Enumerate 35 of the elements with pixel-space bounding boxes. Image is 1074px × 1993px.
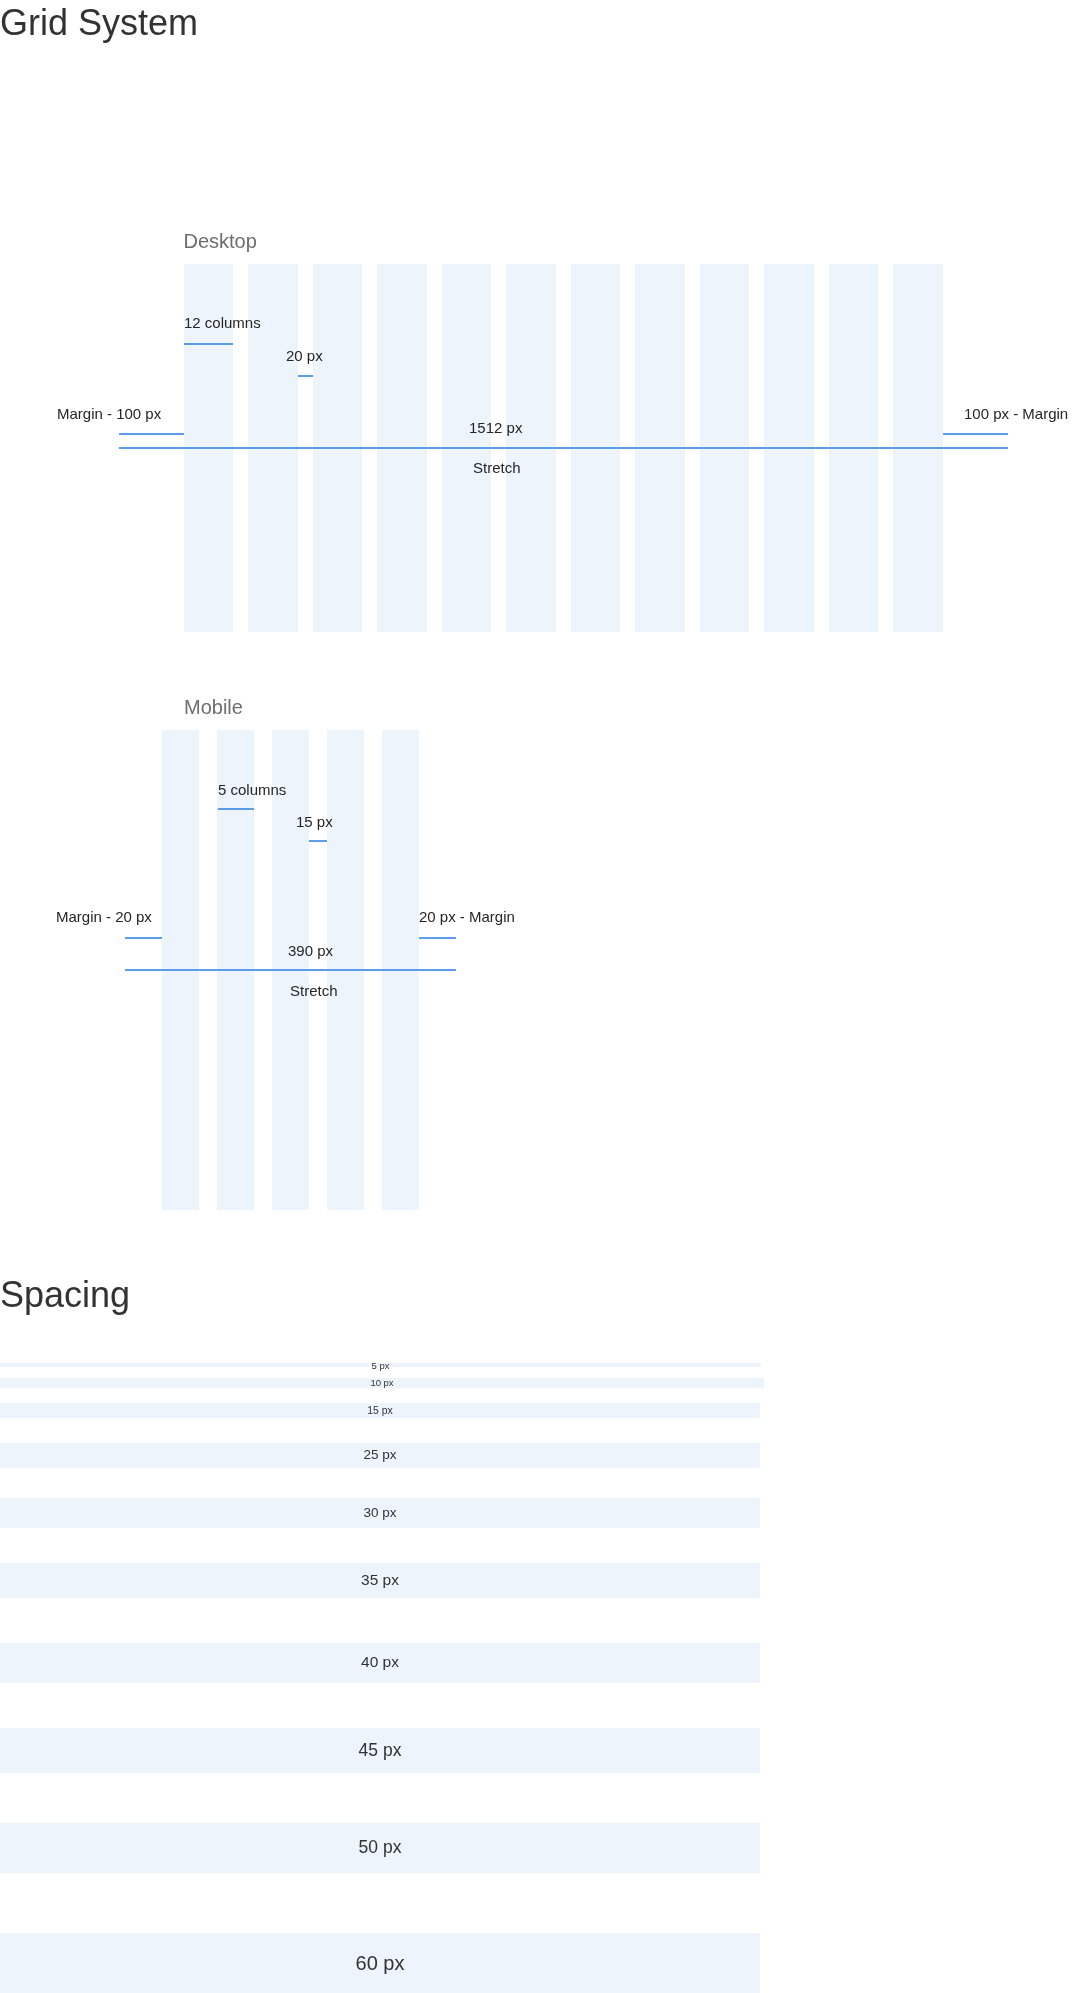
spacing-label: 35 px xyxy=(361,1571,399,1590)
dimension-label: 5 columns xyxy=(218,780,287,799)
section-heading: Spacing xyxy=(0,1273,131,1317)
dimension-label: Margin - 100 px xyxy=(57,404,162,423)
dimension-label: 100 px - Margin xyxy=(964,405,1069,423)
grid-column xyxy=(699,264,749,632)
dimension-label: 15 px xyxy=(296,813,333,831)
grid-column xyxy=(635,264,685,632)
dimension-label: Stretch xyxy=(290,981,338,1000)
spacing-label: 50 px xyxy=(358,1837,402,1859)
grid-column xyxy=(764,264,814,632)
spacing-label: 45 px xyxy=(358,1739,402,1761)
grid-column xyxy=(377,264,427,632)
dimension-label: 20 px xyxy=(286,347,323,365)
grid-column xyxy=(570,264,620,632)
dimension-label: 390 px xyxy=(288,941,334,960)
subheading: Mobile xyxy=(184,695,243,719)
spacing-label: 25 px xyxy=(363,1447,397,1464)
grid-column xyxy=(382,730,419,1210)
dimension-label: 1512 px xyxy=(469,418,523,437)
spacing-label: 40 px xyxy=(361,1653,399,1672)
dimension-label: 12 columns xyxy=(184,314,261,332)
section-heading: Grid System xyxy=(0,1,199,45)
grid-column xyxy=(162,730,199,1210)
spacing-label: 30 px xyxy=(363,1504,397,1522)
dimension-label: 20 px - Margin xyxy=(419,908,515,926)
spacing-label: 5 px xyxy=(371,1359,390,1371)
dimension-label: Stretch xyxy=(473,459,521,477)
grid-column xyxy=(893,264,943,632)
spacing-label: 15 px xyxy=(367,1404,393,1417)
grid-column xyxy=(828,264,878,632)
spacing-label: 60 px xyxy=(355,1950,405,1975)
dimension-label: Margin - 20 px xyxy=(56,908,152,926)
subheading: Desktop xyxy=(183,229,257,253)
spacing-label: 10 px xyxy=(370,1377,394,1389)
